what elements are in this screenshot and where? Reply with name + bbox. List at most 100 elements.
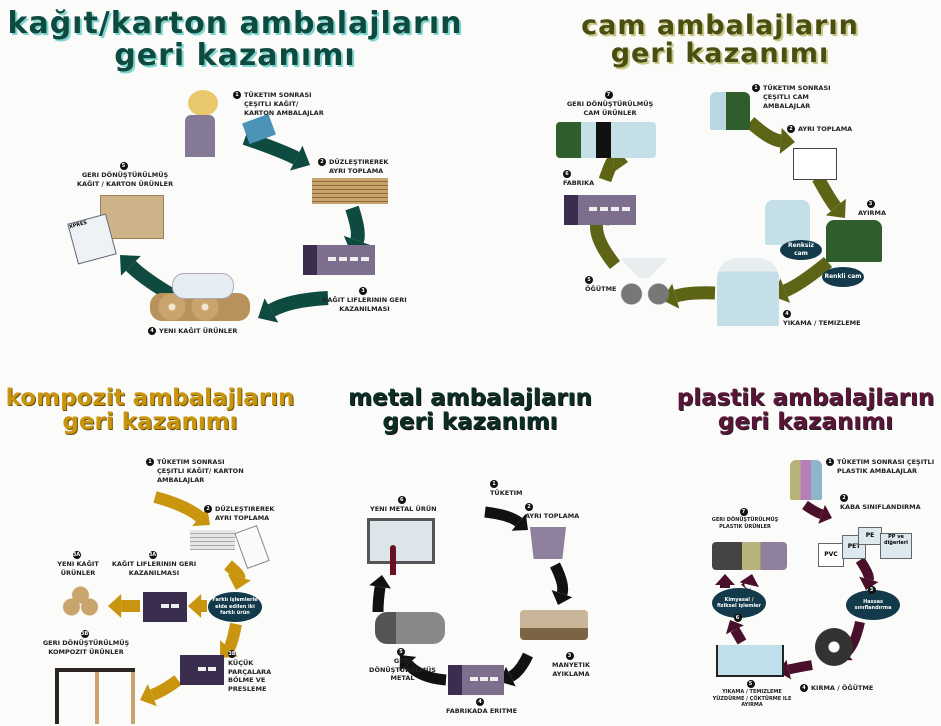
bin-pp-others: PP ve diğerleri	[880, 533, 912, 559]
glass-title: cam ambalajların geri kazanımı	[581, 10, 859, 70]
plastic-arrow-shaft	[730, 627, 747, 645]
extinguisher-illustration	[390, 545, 396, 575]
metal-title: metal ambalajların geri kazanımı	[348, 385, 592, 436]
composite-title: kompozit ambalajların geri kazanımı	[5, 385, 295, 436]
plastic-step-1: 1Tüketim sonrası çeşitli plastik ambalaj…	[826, 458, 935, 476]
metal-step-6: 6Yeni metal ürün	[370, 496, 437, 513]
glass-step-3: 3Ayırma	[858, 200, 887, 217]
flattened-cartons-illustration	[190, 530, 235, 550]
metal-step-1: 1Tüketim	[490, 480, 523, 497]
bin-pe: PE	[858, 527, 882, 545]
paper-step-1: 1Tüketim sonrası çeşitli kağıt/ karton a…	[233, 91, 329, 117]
paper-arrow-head	[120, 255, 141, 276]
glass-step-6: 6Fabrika	[563, 170, 595, 187]
paper-step-3: 3Kağıt liflerinin geri kazanılması	[322, 287, 407, 313]
metal-step-3: 3Manyetik ayıklama	[552, 652, 590, 678]
composite-arrow-head	[140, 683, 157, 707]
white-roll-illustration	[172, 273, 234, 299]
composite-step-3b-products: 3bGeri dönüştürülmüş kompozit ürünler	[42, 630, 130, 656]
collection-bin-illustration	[793, 148, 837, 180]
composite-arrow-shaft	[153, 491, 204, 522]
glass-step-4: 4Yıkama / temizleme	[783, 310, 861, 327]
paper-arrow-shaft	[267, 291, 329, 317]
plastic-arrow-head	[715, 574, 735, 585]
plastic-step-5: 5Yıkama / temizleme yüzdürme / çöktürme …	[712, 680, 792, 709]
metal-step-4: 4Fabrikada eritme	[446, 698, 518, 715]
metal-arrow-head	[551, 589, 573, 605]
metal-arrow-shaft	[550, 562, 569, 596]
woman-illustration	[188, 90, 218, 116]
two-products-badge: Farklı işlemlerle elde edilen iki farklı…	[208, 592, 262, 622]
colorless-glass-badge: Renksiz cam	[780, 240, 822, 260]
composite-factory-illustration	[143, 592, 187, 622]
washing-tank-illustration	[716, 645, 784, 677]
metal-step-5: 5Geri dönüştürülmüş metal	[369, 648, 436, 683]
glass-arrow-shaft	[673, 286, 716, 303]
glass-arrow-shaft	[590, 223, 621, 270]
colored-glass-badge: Renkli cam	[822, 267, 864, 287]
plastic-arrow-head	[859, 576, 879, 590]
composite-press-factory-illustration	[180, 655, 224, 685]
window-frame-illustration	[367, 518, 435, 564]
composite-step-1: 1Tüketim sonrası çeşitli kağıt/ karton a…	[146, 458, 252, 484]
composite-step-3a-products: 3aYeni kağıt ürünler	[57, 551, 99, 577]
glass-bottles-illustration	[710, 92, 750, 130]
glass-arrow-head	[779, 127, 795, 154]
grinder-illustration	[618, 283, 672, 305]
bin-pvc: PVC	[818, 543, 844, 567]
glass-step-7: 7Geri dönüştürülmüş cam ürünler	[566, 91, 654, 117]
composite-step-3a-fibers: 3aKağıt liflerinin geri kazanılması	[111, 551, 197, 577]
metal-arrow-head	[399, 655, 417, 672]
composite-arrow-shaft	[224, 560, 246, 580]
glass-arrow-shaft	[782, 256, 833, 297]
metal-arrow-head	[511, 513, 528, 531]
plastic-step-2: 2Kaba sınıflandırma	[840, 494, 921, 511]
paper-step-2: 2Düzleştirerek ayrı toplama	[318, 158, 399, 176]
paper-step-5: 5Geri dönüştürülmüş kağıt / karton ürünl…	[76, 162, 174, 188]
glass-arrow-head	[825, 198, 846, 218]
glass-factory-illustration	[564, 195, 636, 225]
man-drinking-illustration	[452, 463, 486, 525]
glass-step-1: 1Tüketim sonrası çeşitli cam ambalajlar	[752, 84, 853, 110]
metal-factory-illustration	[448, 665, 504, 695]
flattened-stack-illustration	[312, 178, 388, 204]
composite-step-3b-press: 3bKüçük parçalara bölme ve presleme	[228, 650, 272, 694]
plastic-title: plastik ambalajların geri kazanımı	[676, 385, 935, 436]
table-chair-illustration	[55, 668, 135, 724]
glass-arrow-shaft	[745, 117, 782, 148]
paper-logs-illustration	[58, 586, 103, 616]
paper-arrow-shaft	[345, 205, 365, 243]
metal-arrow-shaft	[403, 660, 447, 686]
metal-bin-illustration	[530, 527, 566, 559]
plastic-arrow-head	[739, 574, 760, 588]
colored-bottles-illustration	[826, 220, 882, 262]
plastic-arrow-head	[818, 504, 832, 524]
paper-title: kağıt/karton ambalajların geri kazanımı	[7, 6, 463, 73]
glass-products-illustration	[556, 122, 656, 158]
paper-arrow-head	[258, 298, 279, 323]
colorless-bottles-illustration	[765, 200, 810, 245]
composite-arrow-shaft	[224, 622, 242, 653]
glass-step-5: 5Öğütme	[585, 276, 617, 293]
plastic-step-7: 7Geri dönüştürülmüş plastik ürünler	[711, 508, 779, 530]
plastic-bottles-illustration	[790, 460, 822, 500]
plastic-arrow-head	[778, 659, 791, 680]
paper-step-4: 4Yeni kağıt ürünler	[148, 327, 237, 336]
magnet-crane-illustration	[520, 610, 588, 640]
metal-arrow-shaft	[372, 586, 386, 613]
composite-arrow-head	[188, 594, 202, 618]
metal-step-2: 2Ayrı toplama	[525, 503, 580, 520]
metal-arrow-shaft	[484, 506, 523, 527]
factory-illustration	[303, 245, 375, 275]
woman-body	[185, 115, 215, 157]
plastic-step-4: 4Kırma / öğütme	[800, 684, 873, 693]
plastic-arrow-head	[725, 620, 744, 635]
composite-arrow-head	[108, 594, 122, 618]
metal-arrow-head	[369, 575, 391, 589]
plastic-products-illustration	[712, 542, 787, 570]
glass-arrow-shaft	[812, 174, 841, 212]
washing-illustration	[717, 258, 779, 326]
girl-drinking-illustration	[108, 455, 144, 523]
